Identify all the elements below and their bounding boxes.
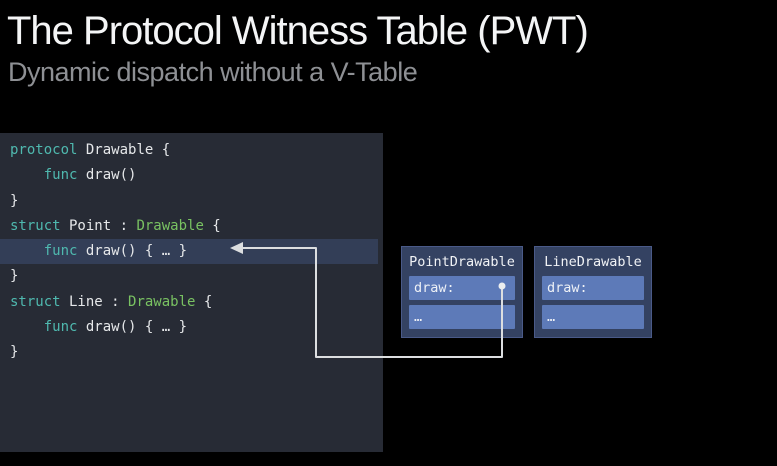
witness-table-row-draw: draw: [542,276,644,300]
code-lines: protocol Drawable { func draw() } struct… [0,138,383,366]
code-token: draw() { … } [77,319,188,336]
code-token: Drawable [128,293,196,310]
code-token: protocol [10,142,78,158]
code-token: draw() { … } [77,243,188,260]
code-token: } [10,192,19,209]
code-line: protocol Drawable { [0,138,383,163]
code-token [10,167,44,183]
code-token: } [10,344,19,361]
code-token: func [43,167,78,184]
code-line: func draw() [0,163,383,188]
code-token: { [195,293,213,310]
code-line: func draw() { … } [0,315,383,340]
code-block: protocol Drawable { func draw() } struct… [0,133,383,452]
code-token: Line : [60,293,129,310]
code-token: struct [10,293,61,310]
witness-table-row-draw: draw: [409,276,515,300]
witness-table-point-drawable: PointDrawable draw: … [401,246,523,338]
witness-table-title: PointDrawable [409,254,515,270]
code-line: struct Line : Drawable { [0,290,383,315]
code-token: func [43,243,78,260]
code-token: } [10,268,19,285]
code-line-highlighted: func draw() { … } [0,239,378,265]
witness-table-line-drawable: LineDrawable draw: … [534,246,652,338]
witness-table-row-ellipsis: … [542,305,644,329]
code-token: Drawable [136,217,204,234]
code-token: func [43,319,78,336]
witness-table-title: LineDrawable [544,254,642,270]
page-title: The Protocol Witness Table (PWT) [7,9,589,53]
code-line: } [0,264,383,289]
page-subtitle: Dynamic dispatch without a V-Table [8,57,418,87]
code-token: draw() [77,167,137,184]
code-line: } [0,340,383,365]
code-token: { [203,217,221,234]
code-line: struct Point : Drawable { [0,214,383,239]
code-token [10,319,44,335]
code-token: Drawable { [77,142,171,158]
witness-table-row-ellipsis: … [409,305,515,329]
code-token: struct [10,217,61,234]
code-token [10,243,44,259]
code-token: Point : [60,217,137,234]
code-line: } [0,189,383,214]
